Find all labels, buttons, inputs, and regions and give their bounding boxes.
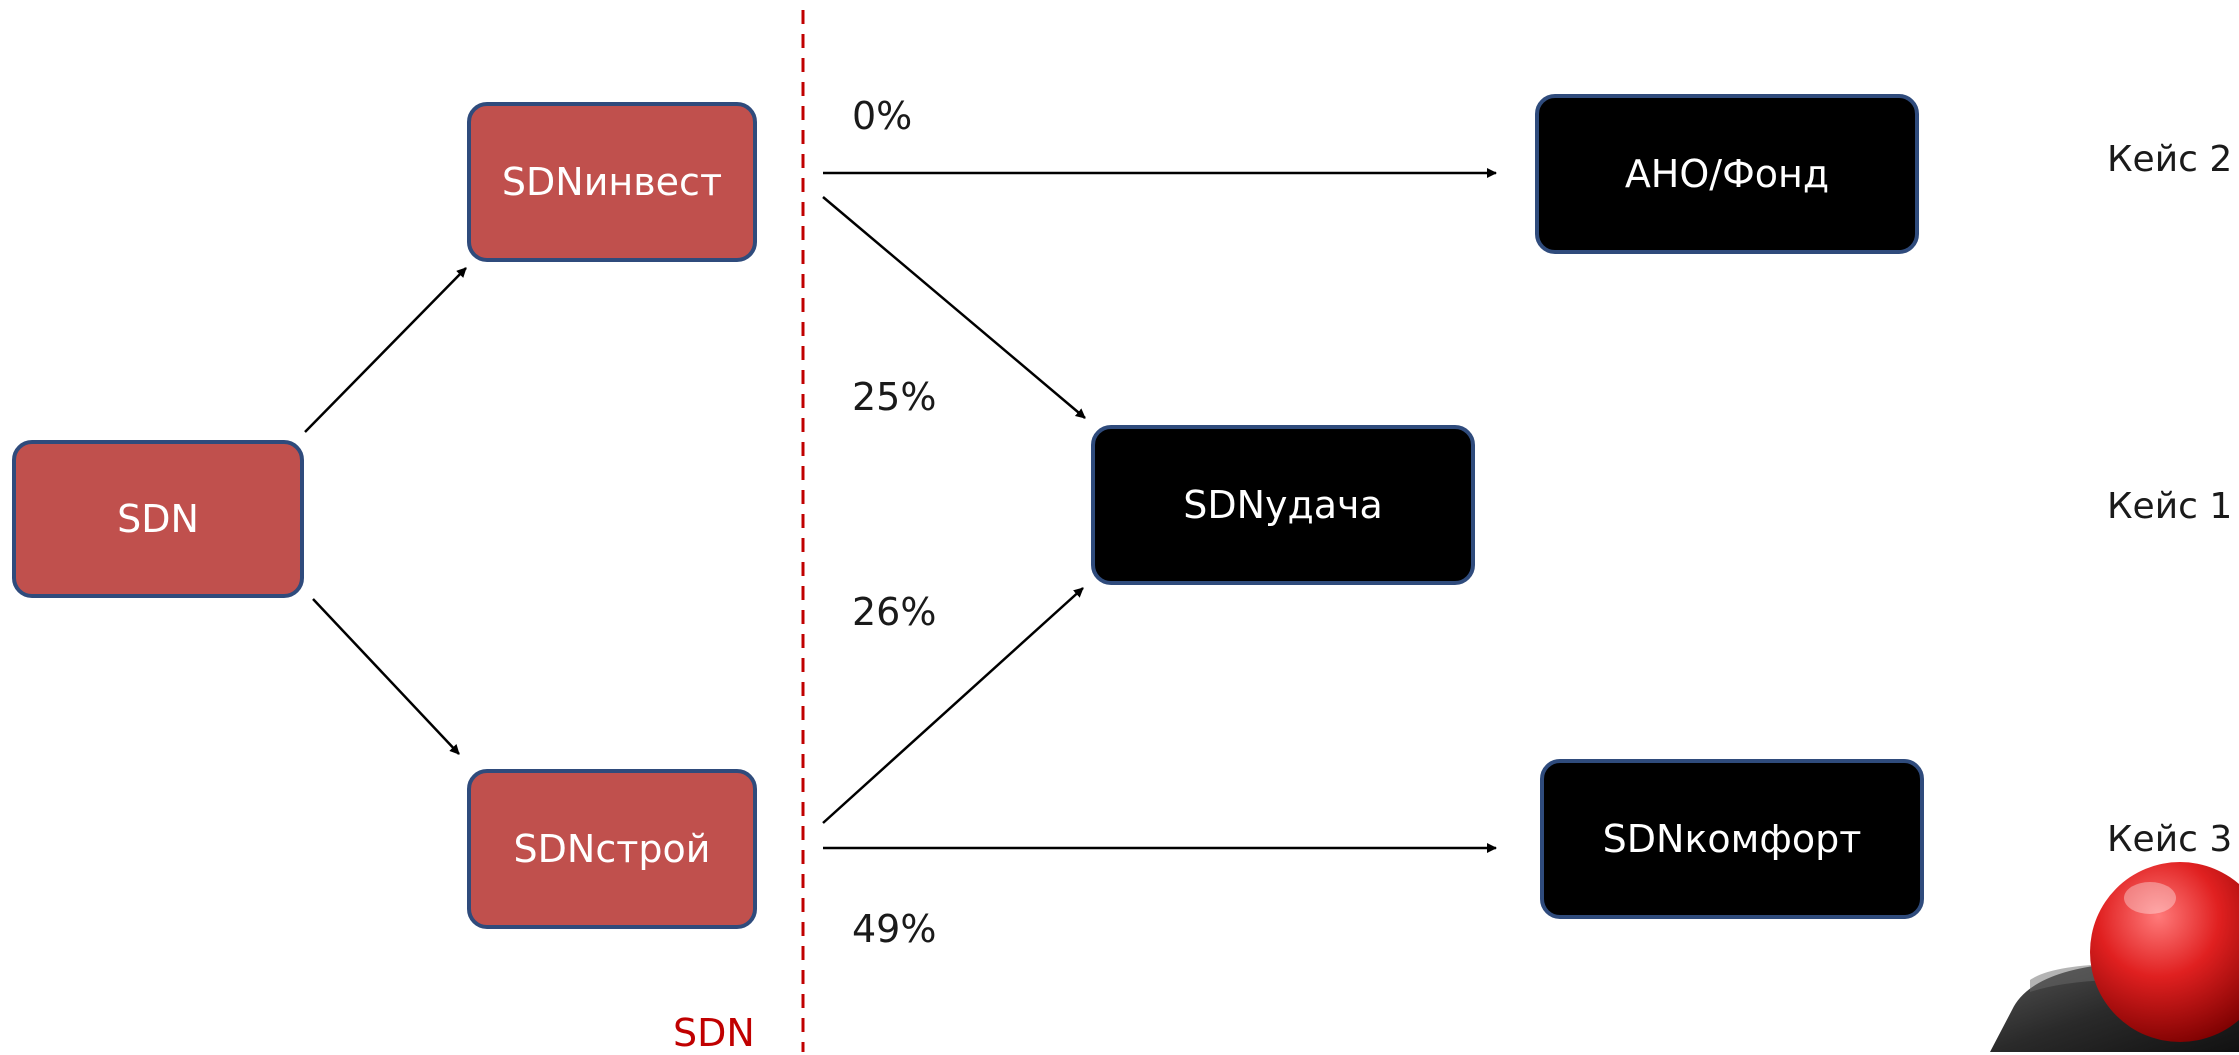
arrow-sdninvest-to-sdnudacha [822,196,1086,419]
percent-stroy-to-udacha: 26% [852,590,937,634]
percent-stroy-to-komfort: 49% [852,907,937,951]
arrow-sdn-to-sdninvest [304,267,467,433]
node-sdn: SDN [12,440,304,598]
case-label-3: Кейс 3 [2107,819,2233,860]
arrow-sdnstroy-to-sdnudacha [822,587,1084,824]
case-label-1: Кейс 1 [2107,486,2233,527]
node-sdnstroy: SDNстрой [467,769,757,929]
node-sdninvest: SDNинвест [467,102,757,262]
node-sdnkomfort: SDNкомфорт [1540,759,1924,919]
percent-invest-to-ano: 0% [852,94,913,138]
node-sdnudacha: SDNудача [1091,425,1475,585]
percent-invest-to-udacha: 25% [852,375,937,419]
node-ano-fond: АНО/Фонд [1535,94,1919,254]
arrow-sdn-to-sdnstroy [312,598,460,755]
case-label-2: Кейс 2 [2107,139,2233,180]
boundary-label-sdn: SDN [673,1011,755,1055]
joystick-ball-icon [1990,860,2239,1052]
